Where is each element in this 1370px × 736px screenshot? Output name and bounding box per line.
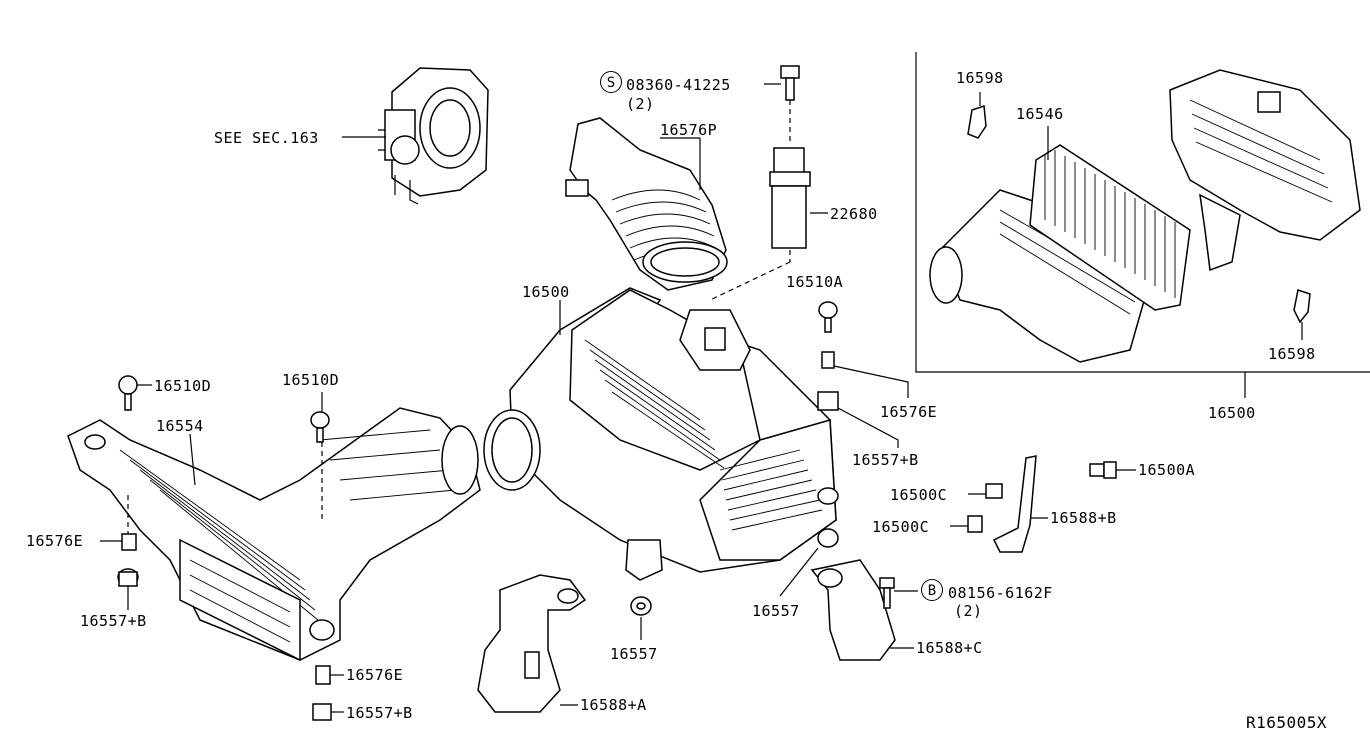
- label-16510A: 16510A: [786, 273, 844, 291]
- inset-clips-16598: [967, 92, 1311, 340]
- label-16500C-2: 16500C: [872, 518, 930, 536]
- label-16557B-right: 16557+B: [852, 451, 919, 469]
- label-bolt-s-prefix: S: [600, 71, 622, 93]
- label-16557-right: 16557: [752, 602, 800, 620]
- label-bolt-b-prefix: B: [921, 579, 943, 601]
- label-16588C: 16588+C: [916, 639, 983, 657]
- bracket-16588A: [477, 574, 587, 713]
- bracket-16588B: [992, 455, 1048, 553]
- label-16500C-1: 16500C: [890, 486, 948, 504]
- label-16588B: 16588+B: [1050, 509, 1117, 527]
- label-16510D-left: 16510D: [154, 377, 212, 395]
- left-small-parts: [100, 375, 344, 721]
- label-16576P: 16576P: [660, 121, 718, 139]
- label-16510D-mid: 16510D: [282, 371, 340, 389]
- right-small-parts: [779, 301, 909, 597]
- throttle-body-drawing: [378, 67, 489, 205]
- bracket-16588C: [810, 559, 918, 661]
- grommet-16500A: [1089, 461, 1136, 479]
- inset-filter-element: [1029, 144, 1191, 311]
- diagram-code: R165005X: [1246, 713, 1328, 732]
- label-bolt-08156-qty: (2): [954, 602, 983, 620]
- maf-sensor-drawing: [769, 147, 811, 249]
- label-bolt-08156: 08156-6162F: [948, 584, 1053, 602]
- inset-upper-housing: [1169, 69, 1361, 272]
- label-16576E-left: 16576E: [26, 532, 84, 550]
- label-bolt-08360-qty: (2): [626, 95, 655, 113]
- label-16554: 16554: [156, 417, 204, 435]
- label-16557B-bottom: 16557+B: [346, 704, 413, 722]
- clips-16500C: [950, 483, 1003, 533]
- label-16598-top: 16598: [956, 69, 1004, 87]
- label-see-sec: SEE SEC.163: [214, 129, 319, 147]
- label-22680: 22680: [830, 205, 878, 223]
- label-16557-mid: 16557: [610, 645, 658, 663]
- inset-frame: [915, 52, 1370, 373]
- intake-hose-drawing: [565, 117, 728, 291]
- label-16588A: 16588+A: [580, 696, 647, 714]
- label-bolt-08360: 08360-41225: [626, 76, 731, 94]
- label-16546: 16546: [1016, 105, 1064, 123]
- bolt-08360-drawing: [780, 65, 800, 101]
- label-16576E-right: 16576E: [880, 403, 938, 421]
- label-16598-bottom: 16598: [1268, 345, 1316, 363]
- label-16500A: 16500A: [1138, 461, 1196, 479]
- label-16557B-left: 16557+B: [80, 612, 147, 630]
- label-16500-box: 16500: [1208, 404, 1256, 422]
- label-16500-main: 16500: [522, 283, 570, 301]
- label-16576E-bottom: 16576E: [346, 666, 404, 684]
- intake-duct-drawing: [67, 407, 481, 662]
- nut-16557-mid: [630, 596, 652, 640]
- air-cleaner-drawing: [483, 287, 837, 581]
